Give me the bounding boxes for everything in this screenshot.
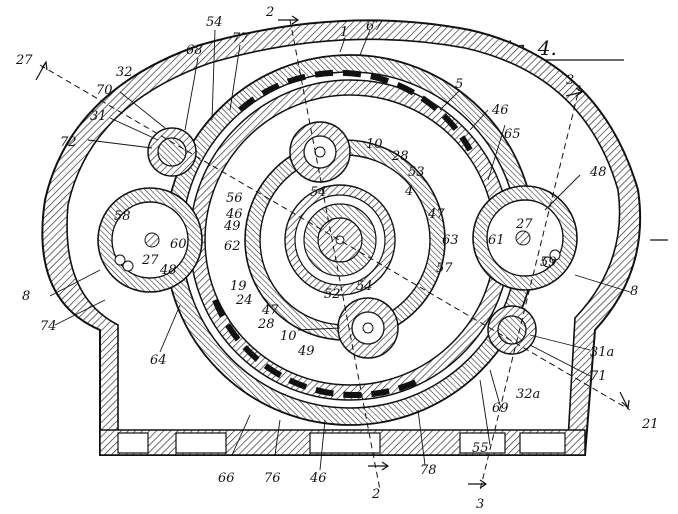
- lower-pivot: [337, 297, 399, 359]
- label-54-bottom: 54: [356, 279, 373, 294]
- label-63: 63: [442, 233, 459, 248]
- label-49-left: 49: [223, 219, 241, 234]
- label-78: 78: [420, 463, 437, 478]
- section-arrows: [35, 15, 668, 489]
- label-48-right: 48: [589, 165, 607, 180]
- label-72: 72: [60, 135, 77, 150]
- label-62: 62: [224, 239, 241, 254]
- label-31: 31: [90, 109, 107, 124]
- inner-rotor: [244, 139, 446, 341]
- label-68: 68: [186, 43, 203, 58]
- label-59: 59: [540, 255, 557, 270]
- label-48-left: 48: [159, 263, 177, 278]
- label-47-right: 47: [427, 207, 445, 222]
- label-3-top: 3: [566, 73, 574, 88]
- label-60: 60: [170, 237, 187, 252]
- right-wheel: [472, 185, 578, 291]
- label-46-bottom: 46: [309, 471, 327, 486]
- label-10-bottom: 10: [280, 329, 297, 344]
- label-10-top: 10: [366, 137, 383, 152]
- label-69: 69: [492, 401, 509, 416]
- label-2-top: 2: [265, 5, 274, 20]
- label-65: 65: [504, 127, 521, 142]
- label-24: 24: [235, 293, 253, 308]
- label-27-right: 27: [515, 217, 533, 232]
- label-31a: 31a: [590, 345, 614, 360]
- label-56: 56: [226, 191, 243, 206]
- label-32a: 32a: [516, 387, 540, 402]
- label-5: 5: [455, 77, 463, 92]
- label-4: 4: [404, 184, 413, 199]
- label-3-bottom: 3: [476, 497, 484, 512]
- leader-lines: [49, 29, 631, 471]
- label-46-right: 46: [491, 103, 509, 118]
- upper-pivot: [289, 121, 351, 183]
- upper-left-valve: [147, 127, 197, 177]
- label-53: 53: [408, 165, 425, 180]
- label-47-bottom: 47: [261, 303, 279, 318]
- label-58: 58: [114, 209, 131, 224]
- label-21: 21: [641, 417, 659, 432]
- label-28-bottom: 28: [257, 317, 275, 332]
- label-32: 32: [116, 65, 133, 80]
- label-28-top: 28: [391, 149, 409, 164]
- label-57: 57: [436, 261, 453, 276]
- label-77: 77: [232, 31, 249, 46]
- label-55: 55: [472, 441, 489, 456]
- label-76: 76: [264, 471, 281, 486]
- label-52: 52: [324, 287, 341, 302]
- label-2-bottom: 2: [371, 487, 380, 502]
- label-54-top: 54: [206, 15, 223, 30]
- label-27-left: 27: [141, 253, 159, 268]
- label-49-bottom: 49: [297, 344, 315, 359]
- label-27-topleft: 27: [15, 53, 33, 68]
- section-lines: [39, 19, 631, 491]
- label-64: 64: [150, 353, 167, 368]
- left-wheel: [97, 187, 203, 293]
- label-70: 70: [96, 83, 113, 98]
- label-8-right: 8: [630, 284, 638, 299]
- label-67: 67: [366, 19, 383, 34]
- label-74: 74: [40, 319, 57, 334]
- label-71: 71: [590, 369, 607, 384]
- label-8-left: 8: [22, 289, 30, 304]
- label-61: 61: [488, 233, 505, 248]
- label-54-mid: 54: [310, 185, 327, 200]
- label-19: 19: [230, 279, 247, 294]
- label-46-left: 46: [225, 207, 243, 222]
- label-66: 66: [218, 471, 235, 486]
- reference-numerals: 1 2 2 3 3 4 5 8 8 10 10 19 21 27 27 27 2…: [15, 5, 659, 512]
- lower-right-valve: [487, 305, 537, 355]
- label-1: 1: [340, 25, 348, 40]
